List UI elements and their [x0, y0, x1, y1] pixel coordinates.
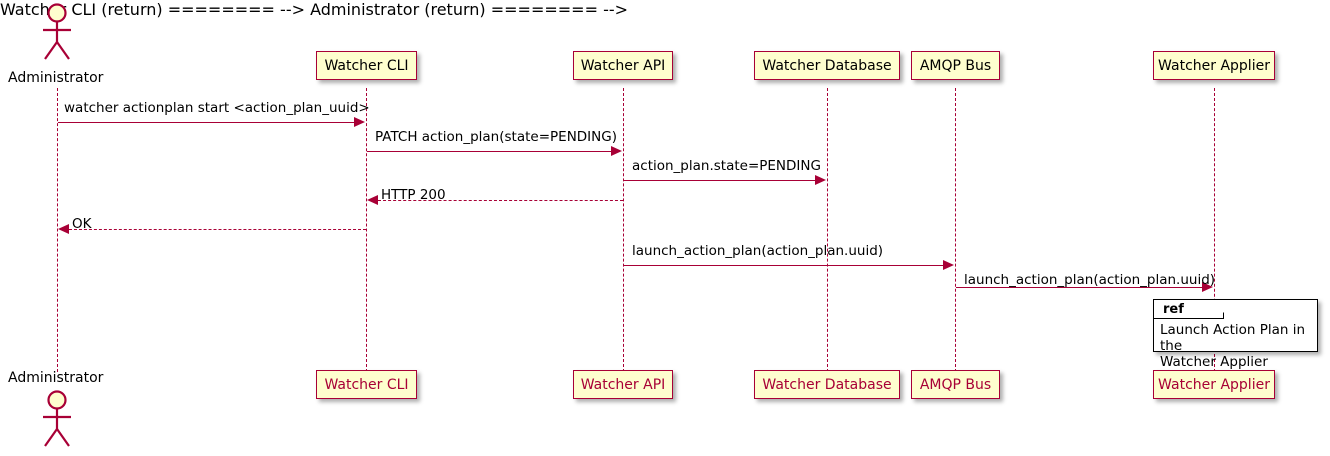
participant-box-watcher-api-top[interactable]: Watcher API: [573, 51, 673, 80]
message-arrow-line-1: [58, 122, 355, 123]
ref-fragment-keyword: ref: [1163, 302, 1184, 317]
participant-label: Watcher API: [580, 376, 666, 393]
arrow-head-right-icon: [815, 175, 826, 185]
participant-label: Watcher Database: [762, 376, 892, 393]
message-label-4: HTTP 200: [381, 187, 446, 203]
actor-stick-figure-icon: [43, 3, 71, 60]
lifeline-watcher-cli: [366, 88, 367, 372]
arrow-head-right-icon: [354, 117, 365, 127]
participant-label: AMQP Bus: [919, 57, 992, 74]
actor-stick-figure-icon: [43, 390, 71, 447]
participant-label: Watcher Applier: [1158, 376, 1270, 393]
arrow-head-right-icon: [943, 260, 954, 270]
participant-box-watcher-applier-bottom[interactable]: Watcher Applier: [1153, 370, 1275, 399]
actor-administrator-bottom: [33, 389, 81, 455]
message-arrow-line-7: [956, 287, 1203, 288]
message-arrow-line-6: [624, 265, 944, 266]
message-label-2: PATCH action_plan(state=PENDING): [375, 129, 617, 145]
participant-box-watcher-database-bottom[interactable]: Watcher Database: [754, 370, 900, 399]
participant-box-watcher-cli-top[interactable]: Watcher CLI: [316, 51, 417, 80]
actor-label-administrator-top: Administrator: [8, 70, 104, 86]
participant-label: Watcher API: [580, 57, 666, 74]
ref-fragment-text: Launch Action Plan in the Watcher Applie…: [1160, 322, 1306, 370]
participant-label: AMQP Bus: [919, 376, 992, 393]
participant-box-amqp-bus-top[interactable]: AMQP Bus: [911, 51, 1000, 80]
message-label-1: watcher actionplan start <action_plan_uu…: [64, 100, 370, 116]
participant-box-watcher-api-bottom[interactable]: Watcher API: [573, 370, 673, 399]
lifeline-amqp-bus: [955, 88, 956, 372]
arrow-head-left-icon: [367, 195, 378, 205]
lifeline-watcher-api: [623, 88, 624, 372]
actor-administrator-top: [33, 2, 81, 68]
message-label-5: OK: [72, 216, 92, 232]
ref-fragment-box[interactable]: ref Launch Action Plan in the Watcher Ap…: [1153, 299, 1318, 370]
message-arrow-line-2: [367, 151, 612, 152]
arrow-head-left-icon: [58, 224, 69, 234]
participant-label: Watcher CLI: [324, 57, 409, 74]
actor-label-administrator-bottom: Administrator: [8, 370, 104, 386]
message-arrow-line-5: [69, 229, 366, 230]
participant-box-watcher-database-top[interactable]: Watcher Database: [754, 51, 900, 80]
participant-label: Watcher Database: [762, 57, 892, 74]
message-label-7: launch_action_plan(action_plan.uuid): [964, 272, 1216, 288]
arrow-head-right-icon: [1202, 282, 1213, 292]
participant-box-watcher-cli-bottom[interactable]: Watcher CLI: [316, 370, 417, 399]
participant-box-amqp-bus-bottom[interactable]: AMQP Bus: [911, 370, 1000, 399]
participant-box-watcher-applier-top[interactable]: Watcher Applier: [1153, 51, 1275, 80]
arrow-head-right-icon: [611, 146, 622, 156]
message-label-3: action_plan.state=PENDING: [632, 158, 821, 174]
participant-label: Watcher CLI: [324, 376, 409, 393]
lifeline-administrator: [57, 88, 58, 372]
message-arrow-line-3: [624, 180, 816, 181]
lifeline-watcher-applier: [1214, 88, 1215, 372]
lifeline-watcher-database: [827, 88, 828, 372]
message-arrow-line-4: [378, 200, 623, 201]
message-label-6: launch_action_plan(action_plan.uuid): [632, 243, 884, 259]
participant-label: Watcher Applier: [1158, 57, 1270, 74]
